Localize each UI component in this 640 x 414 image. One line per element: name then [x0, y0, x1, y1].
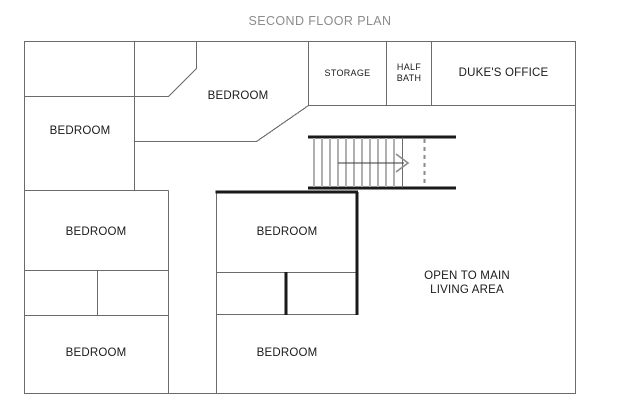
room-label-half-bath: HALF BATH	[396, 62, 422, 84]
room-label-bedroom-lower-left: BEDROOM	[65, 347, 127, 359]
structural-walls	[215, 135, 456, 315]
wall-angled-upper-left	[134, 41, 198, 98]
room-label-bedroom-lower-center: BEDROOM	[256, 347, 318, 359]
room-label-bedroom-upper-middle: BEDROOM	[207, 90, 269, 102]
room-label-open-to-main-living-area: OPEN TO MAIN LIVING AREA	[424, 270, 510, 297]
room-label-dukes-office: DUKE'S OFFICE	[458, 67, 549, 79]
room-label-bedroom-upper-left: BEDROOM	[49, 125, 111, 137]
room-label-storage: STORAGE	[324, 68, 371, 78]
room-label-bedroom-mid-center: BEDROOM	[256, 226, 318, 238]
page-title: SECOND FLOOR PLAN	[248, 14, 392, 28]
exterior-wall-outline	[23, 40, 577, 395]
room-label-bedroom-mid-left: BEDROOM	[65, 226, 127, 238]
stair-direction-arrow	[338, 153, 410, 173]
wall-angled-lower-right	[134, 105, 309, 143]
